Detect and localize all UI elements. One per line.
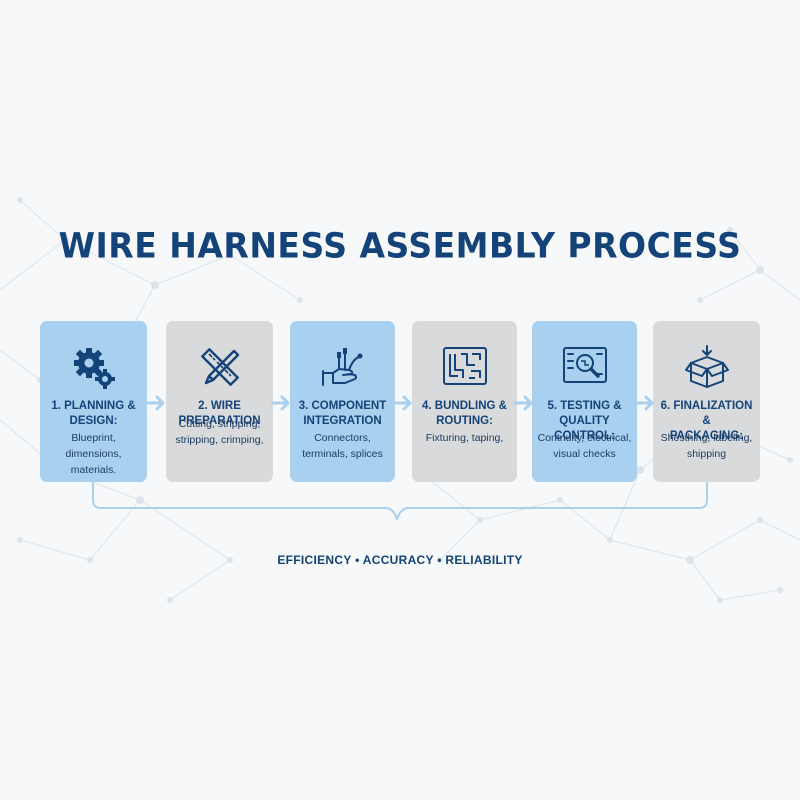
ruler-pencil-icon [166,343,273,391]
magnifier-board-icon [532,343,637,391]
step-heading: 5. TESTING & QUALITY CONTROL: [547,400,622,442]
tagline: EFFICIENCY • ACCURACY • RELIABILITY [277,553,523,567]
arrow-right-icon [635,395,654,411]
box-icon [653,343,760,391]
step-heading: 1. PLANNING & DESIGN: [51,400,136,427]
step-heading: 4. BUNDLING & ROUTING: [422,400,507,427]
step-heading: 6. FINALIZATION & PACKAGING: [660,400,753,442]
step-card-finalization-packaging: 6. FINALIZATION & PACKAGING: Shesthing, … [653,321,760,482]
step-description: Fixturing, taping, [425,432,504,444]
arrow-right-icon [146,395,165,411]
arrow-right-icon [271,395,290,411]
arrow-right-icon [514,395,533,411]
step-card-component-integration: 3. COMPONENT INTEGRATION Connectors, ter… [290,321,395,482]
hand-wires-icon [290,343,395,391]
step-card-testing-quality: 5. TESTING & QUALITY CONTROL: Contnuity,… [532,321,637,482]
step-heading: 3. COMPONENT INTEGRATION [298,400,387,427]
step-description: Connectors, terminals, splices [302,432,383,460]
gears-icon [40,343,147,391]
step-card-planning-design: 1. PLANNING & DESIGN: Blueprint, dimensi… [40,321,147,482]
summary-bracket [92,482,708,521]
step-description: Cutting, stripping, stripping, crimping, [175,418,264,446]
step-card-wire-preparation: 2. WIRE PREPARATION Cutting, stripping, … [166,321,273,482]
circuit-board-icon [412,343,517,391]
arrow-right-icon [393,395,412,411]
page-title: WIRE HARNESS ASSEMBLY PROCESS [58,225,742,266]
step-description: Blueprint, dimensions, materials. [65,432,122,476]
step-heading: 2. WIRE PREPARATION [178,400,261,427]
step-card-bundling-routing: 4. BUNDLING & ROUTING: Fixturing, taping… [412,321,517,482]
step-description: Contnuity, electrical, visual checks [537,432,632,460]
step-description: Shesthing, labeling, shipping [660,432,753,460]
